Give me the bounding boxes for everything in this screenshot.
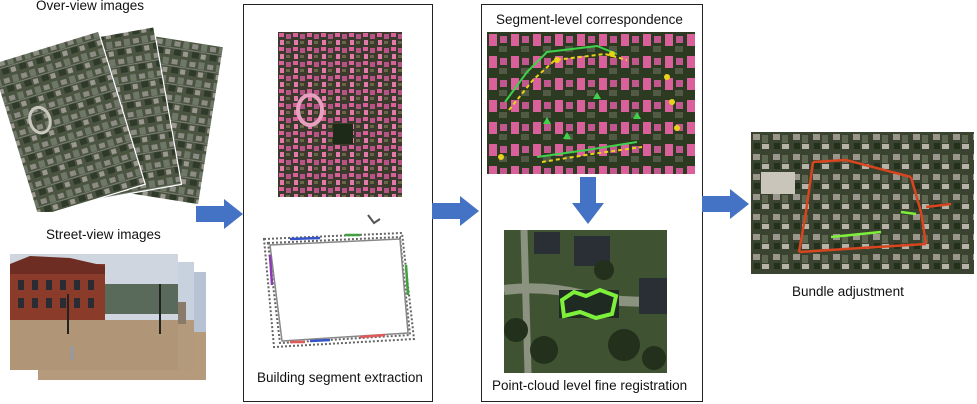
overview-images-label: Over-view images: [36, 0, 145, 13]
streetview-image-stack: [8, 252, 208, 382]
flow-arrow-down: [572, 177, 604, 225]
point-cloud-segments: [250, 205, 428, 355]
pink-building-map: [278, 32, 402, 197]
matching-panel: Segment-level correspondence: [481, 4, 703, 402]
correspondence-label: Segment-level correspondence: [496, 12, 683, 27]
extraction-panel: Building segment extraction: [243, 4, 433, 402]
flow-arrow-2: [432, 196, 480, 226]
bundle-adjustment-image: [751, 132, 974, 274]
flow-arrow-3: [702, 189, 750, 219]
extraction-label: Building segment extraction: [257, 370, 423, 385]
fine-registration-label: Point-cloud level fine registration: [492, 378, 688, 393]
overview-image-stack: [0, 22, 230, 212]
fine-registration-image: [504, 230, 667, 373]
streetview-images-label: Street-view images: [46, 227, 161, 242]
flow-arrow-1: [196, 199, 244, 229]
correspondence-image: [487, 32, 695, 174]
bundle-adjustment-label: Bundle adjustment: [792, 284, 904, 299]
